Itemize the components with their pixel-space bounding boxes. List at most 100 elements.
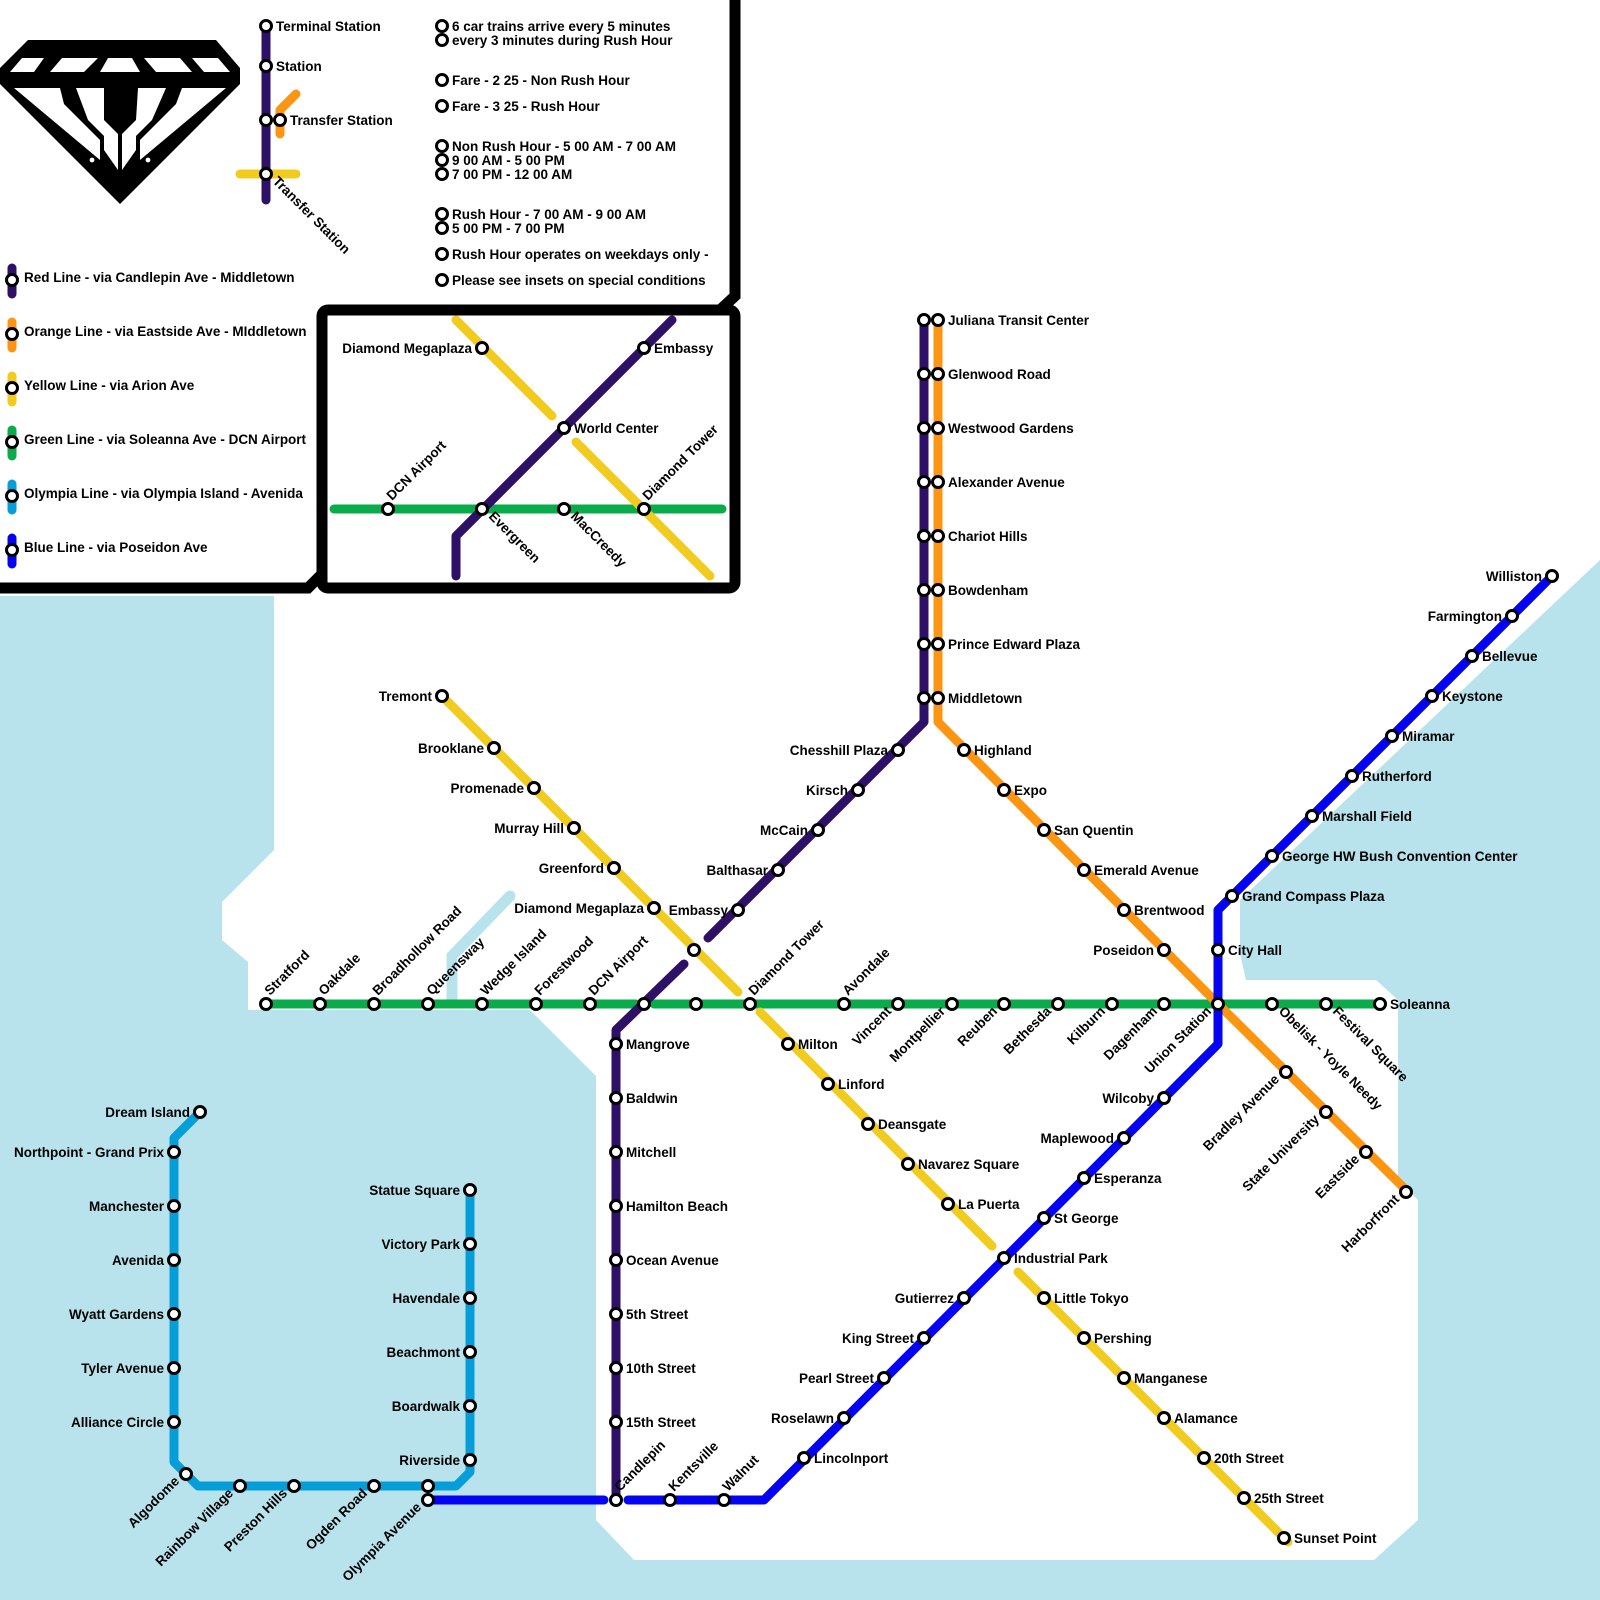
station-info-2[interactable] xyxy=(435,73,449,87)
station-info-1[interactable] xyxy=(435,33,449,47)
station-keystone[interactable] xyxy=(1425,689,1439,703)
station-festival-square[interactable] xyxy=(1319,997,1333,1011)
station-king-street[interactable] xyxy=(917,1331,931,1345)
station-vincent[interactable] xyxy=(891,997,905,1011)
station-kirsch[interactable] xyxy=(851,783,865,797)
station-diamond-megaplaza[interactable] xyxy=(647,901,661,915)
station-evergreen[interactable] xyxy=(475,502,489,516)
station-westwood-gardens-red[interactable] xyxy=(917,421,931,435)
station-bowdenham-red[interactable] xyxy=(917,583,931,597)
station-middletown-red[interactable] xyxy=(917,691,931,705)
station-info-4[interactable] xyxy=(435,139,449,153)
station-little-tokyo[interactable] xyxy=(1037,1291,1051,1305)
station-green-red-transfer[interactable] xyxy=(637,997,651,1011)
station-world-center[interactable] xyxy=(557,421,571,435)
station-chariot-hills-red[interactable] xyxy=(917,529,931,543)
station-hamilton-beach[interactable] xyxy=(609,1199,623,1213)
station-embassy[interactable] xyxy=(731,903,745,917)
station-mccain[interactable] xyxy=(811,823,825,837)
station-terminal-station[interactable] xyxy=(259,19,273,33)
station-algodome[interactable] xyxy=(179,1467,193,1481)
station-avenida[interactable] xyxy=(167,1253,181,1267)
station-transfer-station[interactable] xyxy=(259,167,273,181)
station-alamance[interactable] xyxy=(1157,1411,1171,1425)
station-olympia-avenue[interactable] xyxy=(421,1493,435,1507)
station-mangrove[interactable] xyxy=(609,1037,623,1051)
station-state-university[interactable] xyxy=(1319,1105,1333,1119)
station-pearl-street[interactable] xyxy=(877,1371,891,1385)
station-juliana-transit-center-red[interactable] xyxy=(917,313,931,327)
station-dream-island[interactable] xyxy=(193,1105,207,1119)
station-info-9[interactable] xyxy=(435,247,449,261)
station-embassy[interactable] xyxy=(637,341,651,355)
station-25th-street[interactable] xyxy=(1237,1491,1251,1505)
station-key-transfer-a[interactable] xyxy=(259,113,273,127)
station-dagenham[interactable] xyxy=(1157,997,1171,1011)
station-deansgate[interactable] xyxy=(861,1117,875,1131)
station-chariot-hills[interactable] xyxy=(931,529,945,543)
station-olympia-transfer[interactable] xyxy=(421,1479,435,1493)
station-farmington[interactable] xyxy=(1505,609,1519,623)
station-alliance-circle[interactable] xyxy=(167,1415,181,1429)
station-prince-edward-plaza[interactable] xyxy=(931,637,945,651)
station-yellow-unnamed[interactable] xyxy=(687,943,701,957)
station-brentwood[interactable] xyxy=(1117,903,1131,917)
station-legend-0[interactable] xyxy=(5,273,19,287)
station-city-hall[interactable] xyxy=(1211,943,1225,957)
station-sunset-point[interactable] xyxy=(1277,1531,1291,1545)
station-bethesda[interactable] xyxy=(1051,997,1065,1011)
station-middletown[interactable] xyxy=(931,691,945,705)
station-diamond-tower[interactable] xyxy=(743,997,757,1011)
station-esperanza[interactable] xyxy=(1077,1171,1091,1185)
station-industrial-park[interactable] xyxy=(997,1251,1011,1265)
station-candlepin[interactable] xyxy=(609,1493,623,1507)
station-union-station[interactable] xyxy=(1211,997,1225,1011)
station-bowdenham[interactable] xyxy=(931,583,945,597)
station-manchester[interactable] xyxy=(167,1199,181,1213)
station-montpellier[interactable] xyxy=(945,997,959,1011)
station-dcn-airport[interactable] xyxy=(381,502,395,516)
station-statue-square[interactable] xyxy=(463,1183,477,1197)
station-williston[interactable] xyxy=(1545,569,1559,583)
station-boardwalk[interactable] xyxy=(463,1399,477,1413)
station-la-puerta[interactable] xyxy=(941,1197,955,1211)
station-poseidon[interactable] xyxy=(1157,943,1171,957)
station-kilburn[interactable] xyxy=(1105,997,1119,1011)
station-wyatt-gardens[interactable] xyxy=(167,1307,181,1321)
station-tyler-avenue[interactable] xyxy=(167,1361,181,1375)
station-glenwood-road[interactable] xyxy=(931,367,945,381)
station-milton[interactable] xyxy=(781,1037,795,1051)
station-alexander-avenue-red[interactable] xyxy=(917,475,931,489)
station-juliana-transit-center[interactable] xyxy=(931,313,945,327)
station-kentsville[interactable] xyxy=(663,1493,677,1507)
station-bellevue[interactable] xyxy=(1465,649,1479,663)
station-glenwood-road-red[interactable] xyxy=(917,367,931,381)
station-highland[interactable] xyxy=(957,743,971,757)
station-diamond-tower[interactable] xyxy=(637,502,651,516)
station-rutherford[interactable] xyxy=(1345,769,1359,783)
station-info-10[interactable] xyxy=(435,273,449,287)
station-murray-hill[interactable] xyxy=(567,821,581,835)
station-stratford[interactable] xyxy=(259,997,273,1011)
station-ogden-road[interactable] xyxy=(367,1479,381,1493)
station-ocean-avenue[interactable] xyxy=(609,1253,623,1267)
station-info-8[interactable] xyxy=(435,221,449,235)
station-baldwin[interactable] xyxy=(609,1091,623,1105)
station-legend-1[interactable] xyxy=(5,327,19,341)
station-legend-3[interactable] xyxy=(5,435,19,449)
station-wilcoby[interactable] xyxy=(1157,1091,1171,1105)
station-greenford[interactable] xyxy=(607,861,621,875)
station-alexander-avenue[interactable] xyxy=(931,475,945,489)
station-5th-street[interactable] xyxy=(609,1307,623,1321)
station-george-hw-bush-convention-center[interactable] xyxy=(1265,849,1279,863)
station-20th-street[interactable] xyxy=(1197,1451,1211,1465)
station-havendale[interactable] xyxy=(463,1291,477,1305)
station-rainbow-village[interactable] xyxy=(233,1479,247,1493)
station-info-3[interactable] xyxy=(435,99,449,113)
station-avondale[interactable] xyxy=(837,997,851,1011)
station-gutierrez[interactable] xyxy=(957,1291,971,1305)
station-chesshill-plaza[interactable] xyxy=(891,743,905,757)
station-dcn-airport[interactable] xyxy=(583,997,597,1011)
station-maccreedy[interactable] xyxy=(557,502,571,516)
station-reuben[interactable] xyxy=(997,997,1011,1011)
